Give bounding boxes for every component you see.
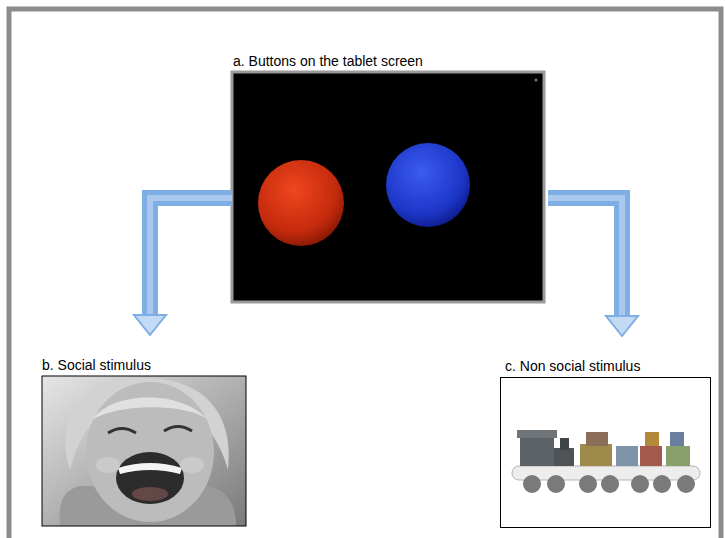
stimulus-panel: c. Non social stimulus — [500, 357, 715, 527]
red-button — [258, 160, 344, 246]
tablet-screen — [232, 72, 544, 302]
panel-area — [42, 376, 250, 526]
stimulus-panel: b. Social stimulus — [42, 356, 250, 526]
panel-area — [232, 72, 548, 302]
toy-box — [501, 378, 711, 528]
arrow-head — [606, 316, 638, 336]
stimulus-panel: a. Buttons on the tablet screen — [232, 52, 548, 302]
panel-heading: b. Social stimulus — [42, 356, 250, 376]
flow-arrow — [548, 198, 638, 336]
child-photo — [42, 376, 246, 526]
outer-frame — [9, 9, 721, 538]
toy-train — [512, 430, 700, 493]
photo-border — [42, 376, 246, 526]
panel-area — [500, 377, 715, 527]
arrow-shine — [150, 198, 232, 317]
arrow-shine — [548, 198, 622, 318]
panel-heading: a. Buttons on the tablet screen — [232, 52, 548, 72]
blue-button — [386, 143, 470, 227]
arrow-shaft — [548, 198, 622, 318]
flow-arrow — [134, 198, 232, 335]
screen-dot — [535, 79, 538, 82]
arrow-shaft — [150, 198, 232, 317]
panel-heading: c. Non social stimulus — [500, 357, 715, 377]
arrow-head — [134, 315, 166, 335]
